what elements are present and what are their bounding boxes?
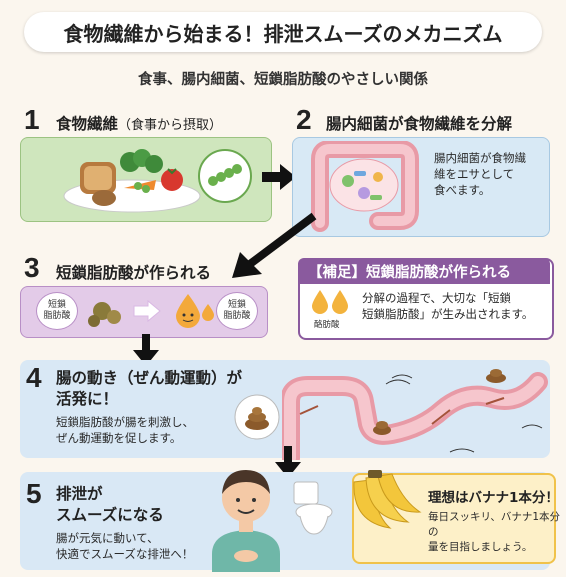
note-title: 【補足】短鎖脂肪酸が作られる — [298, 258, 550, 284]
step2-description: 腸内細菌が食物繊 維をエサとして 食べます。 — [434, 150, 546, 198]
intestine-bacteria-illustration — [311, 141, 419, 232]
scfa-tag-left: 短鎖脂肪酸 — [36, 292, 78, 330]
arrow-down-icon — [275, 446, 301, 478]
tag-line: 脂肪酸 — [223, 311, 251, 321]
note-description: 分解の過程で、大切な「短鎖 短鎖脂肪酸」が生み出されます。 — [362, 290, 546, 322]
droplets-icon — [176, 294, 214, 328]
stool-zoom-icon — [234, 394, 280, 440]
step4-description: 短鎖脂肪酸が腸を刺激し、 ぜん動運動を促します。 — [56, 414, 194, 446]
step5-title-line: 排泄が — [56, 485, 103, 503]
note-line: 分解の過程で、大切な「短鎖 — [362, 291, 512, 305]
tag-line: 短鎖 — [227, 300, 246, 310]
banana-title: 理想はバナナ1本分！ — [428, 490, 559, 506]
arrow-right-icon — [262, 164, 296, 190]
step3-title: 短鎖脂肪酸が作られる — [56, 264, 212, 282]
page-title: 食物繊維から始まる！排泄スムーズのメカニズム — [24, 12, 542, 52]
happy-person-illustration — [212, 470, 280, 572]
step1-title-sub: （食事から摂取） — [118, 118, 223, 133]
step4-title-line: 活発に！ — [56, 390, 119, 408]
step2-number: 2 — [296, 104, 312, 135]
arrow-down-icon — [133, 334, 159, 366]
step3-number: 3 — [24, 252, 40, 283]
step5-number: 5 — [26, 478, 42, 509]
butyrate-droplets-icon — [312, 290, 348, 314]
butyrate-label: 酪肪酸 — [314, 320, 340, 330]
note-line: 短鎖脂肪酸」が生み出されます。 — [362, 307, 534, 321]
step4-desc-line: 短鎖脂肪酸が腸を刺激し、 — [56, 415, 194, 429]
bacteria-to-acid-illustration — [88, 299, 161, 327]
step4-number: 4 — [26, 362, 42, 393]
step2-desc-line: 食べます。 — [434, 183, 491, 197]
step4-title: 腸の動き（ぜん動運動）が 活発に！ — [56, 368, 242, 410]
step5-title-line: スムーズになる — [56, 506, 164, 524]
fiber-zoom-icon — [198, 149, 252, 203]
tag-line: 脂肪酸 — [43, 311, 71, 321]
banana-line: 量を目指しましょう。 — [428, 541, 533, 553]
step1-number: 1 — [24, 104, 40, 135]
arrow-down-left-icon — [232, 212, 317, 278]
food-plate-illustration — [63, 149, 201, 213]
peristalsis-intestine-illustration — [282, 369, 548, 460]
banana-icon — [353, 470, 422, 529]
banana-description: 毎日スッキリ、バナナ1本分の 量を目指しましょう。 — [428, 510, 566, 555]
step4-title-line: 腸の動き（ぜん動運動）が — [56, 369, 243, 387]
page-subtitle: 食事、腸内細菌、短鎖脂肪酸のやさしい関係 — [138, 72, 428, 88]
banana-line: 毎日スッキリ、バナナ1本分の — [428, 511, 561, 538]
step2-desc-line: 維をエサとして — [434, 167, 515, 181]
toilet-icon — [293, 481, 333, 535]
step5-description: 腸が元気に動いて、 快適でスムーズな排泄へ！ — [56, 530, 193, 562]
step4-desc-line: ぜん動運動を促します。 — [56, 431, 182, 445]
scfa-tag-right: 短鎖脂肪酸 — [216, 292, 258, 330]
step2-title: 腸内細菌が食物繊維を分解 — [326, 115, 513, 133]
tag-line: 短鎖 — [47, 300, 66, 310]
step5-desc-line: 快適でスムーズな排泄へ！ — [56, 547, 194, 561]
step2-desc-line: 腸内細菌が食物繊 — [434, 151, 526, 165]
step1-title-main: 食物繊維 — [56, 115, 119, 133]
step5-title: 排泄が スムーズになる — [56, 484, 164, 526]
step5-desc-line: 腸が元気に動いて、 — [56, 531, 159, 545]
step1-title: 食物繊維（食事から摂取） — [56, 112, 222, 134]
